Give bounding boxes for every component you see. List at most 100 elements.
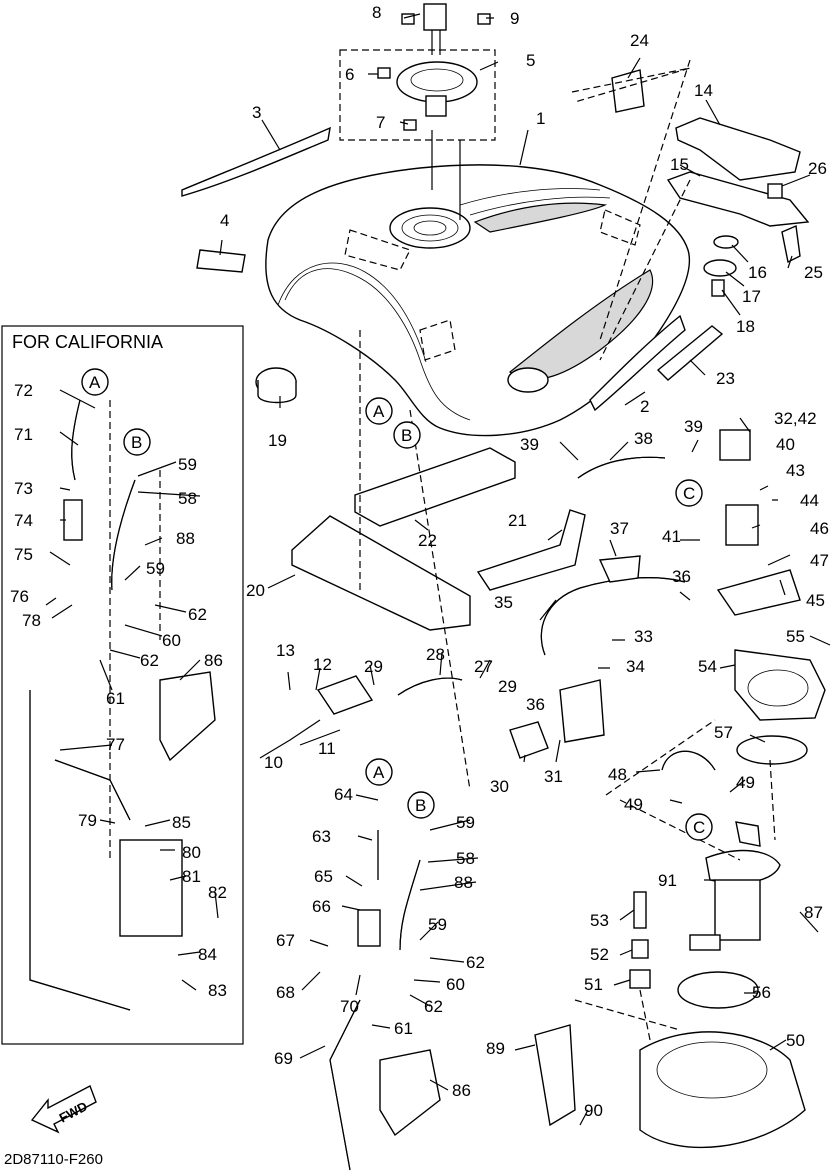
callout-89: 89 bbox=[486, 1039, 505, 1058]
callout-64: 64 bbox=[334, 785, 353, 804]
callout-49b: 49 bbox=[736, 773, 755, 792]
callout-65: 65 bbox=[314, 867, 333, 886]
callout-59b: 59 bbox=[146, 559, 165, 578]
collar-52 bbox=[631, 939, 649, 959]
callout-67: 67 bbox=[276, 931, 295, 950]
top-cover bbox=[675, 117, 801, 181]
callout-88a: 88 bbox=[176, 529, 195, 548]
callout-77: 77 bbox=[106, 735, 125, 754]
california-title: FOR CALIFORNIA bbox=[12, 332, 163, 352]
callout-63: 63 bbox=[312, 827, 331, 846]
callout-26: 26 bbox=[808, 159, 827, 178]
canister-80 bbox=[119, 839, 183, 937]
gasket-56 bbox=[677, 971, 759, 1009]
callout-40: 40 bbox=[776, 435, 795, 454]
callout-91: 91 bbox=[658, 871, 677, 890]
sensor-10 bbox=[316, 675, 374, 715]
callout-51: 51 bbox=[584, 975, 603, 994]
rubber-damper bbox=[255, 367, 297, 404]
callout-10: 10 bbox=[264, 753, 283, 772]
bracket-45 bbox=[716, 569, 801, 616]
fuel-tank bbox=[265, 164, 691, 437]
svg-text:B: B bbox=[131, 433, 142, 452]
callout-39a: 39 bbox=[520, 435, 539, 454]
marker-c-pump: C bbox=[685, 813, 713, 841]
callout-24: 24 bbox=[630, 31, 649, 50]
callout-36b: 36 bbox=[672, 567, 691, 586]
valve-31 bbox=[559, 679, 605, 743]
callout-78: 78 bbox=[22, 611, 41, 630]
callout-19: 19 bbox=[268, 431, 287, 450]
callout-75: 75 bbox=[14, 545, 33, 564]
callout-76: 76 bbox=[10, 587, 29, 606]
marker-c-valve: C bbox=[675, 479, 703, 507]
diagram-code: 2D87110-F260 bbox=[4, 1151, 103, 1168]
callout-47: 47 bbox=[810, 551, 829, 570]
callout-41: 41 bbox=[662, 527, 681, 546]
svg-text:A: A bbox=[373, 763, 385, 782]
callout-87: 87 bbox=[804, 903, 823, 922]
callout-1: 1 bbox=[536, 109, 545, 128]
callout-29a: 29 bbox=[364, 657, 383, 676]
callout-39b: 39 bbox=[684, 417, 703, 436]
callout-30: 30 bbox=[490, 777, 509, 796]
callout-12: 12 bbox=[313, 655, 332, 674]
svg-text:A: A bbox=[373, 402, 385, 421]
plate-54 bbox=[734, 649, 826, 721]
callout-66: 66 bbox=[312, 897, 331, 916]
callout-61a: 61 bbox=[106, 689, 125, 708]
caution-label bbox=[611, 69, 645, 113]
callout-5: 5 bbox=[526, 51, 535, 70]
callout-60b: 60 bbox=[446, 975, 465, 994]
bolt-53 bbox=[633, 891, 647, 929]
clip-37 bbox=[598, 555, 641, 583]
callout-numbers: 1 2 3 4 5 6 7 8 9 10 11 12 13 14 15 16 1… bbox=[10, 3, 829, 1120]
valve-40 bbox=[719, 429, 751, 461]
callout-15: 15 bbox=[670, 155, 689, 174]
bolt-18 bbox=[711, 279, 725, 297]
callout-59c: 59 bbox=[456, 813, 475, 832]
fuel-cap-assembly bbox=[339, 3, 496, 141]
callout-86a: 86 bbox=[204, 651, 223, 670]
callout-3: 3 bbox=[252, 103, 261, 122]
callout-55: 55 bbox=[786, 627, 805, 646]
callout-57: 57 bbox=[714, 723, 733, 742]
stay-89 bbox=[534, 1024, 576, 1127]
callout-69: 69 bbox=[274, 1049, 293, 1068]
callout-80: 80 bbox=[182, 843, 201, 862]
callout-72: 72 bbox=[14, 381, 33, 400]
marker-b-california: B bbox=[123, 428, 151, 456]
callout-11: 11 bbox=[318, 739, 336, 758]
callout-33: 33 bbox=[634, 627, 653, 646]
svg-text:C: C bbox=[693, 818, 705, 837]
valve-41 bbox=[725, 504, 759, 546]
callout-71: 71 bbox=[14, 425, 33, 444]
callout-28: 28 bbox=[426, 645, 445, 664]
callout-83: 83 bbox=[208, 981, 227, 1000]
callout-58b: 58 bbox=[456, 849, 475, 868]
callout-21: 21 bbox=[508, 511, 527, 530]
fwd-arrow: FWD bbox=[30, 1085, 97, 1134]
parts-artwork bbox=[1, 3, 831, 1171]
marker-a-california: A bbox=[81, 368, 109, 396]
callout-62c: 62 bbox=[466, 953, 485, 972]
callout-20: 20 bbox=[246, 581, 265, 600]
nut-26 bbox=[767, 183, 783, 199]
callout-86b: 86 bbox=[452, 1081, 471, 1100]
callout-31: 31 bbox=[544, 767, 563, 786]
damper-21 bbox=[476, 509, 586, 591]
emblem-right bbox=[589, 314, 686, 412]
marker-a-lower: A bbox=[365, 758, 393, 786]
callout-70: 70 bbox=[340, 997, 359, 1016]
marker-b-lower: B bbox=[407, 791, 435, 819]
nut-51 bbox=[629, 969, 651, 989]
callout-46: 46 bbox=[810, 519, 829, 538]
callout-84: 84 bbox=[198, 945, 217, 964]
callout-62d: 62 bbox=[424, 997, 443, 1016]
callout-82: 82 bbox=[208, 883, 227, 902]
callout-81: 81 bbox=[182, 867, 201, 886]
callout-61b: 61 bbox=[394, 1019, 413, 1038]
svg-text:B: B bbox=[415, 796, 426, 815]
svg-text:B: B bbox=[401, 426, 412, 445]
callout-59d: 59 bbox=[428, 915, 447, 934]
